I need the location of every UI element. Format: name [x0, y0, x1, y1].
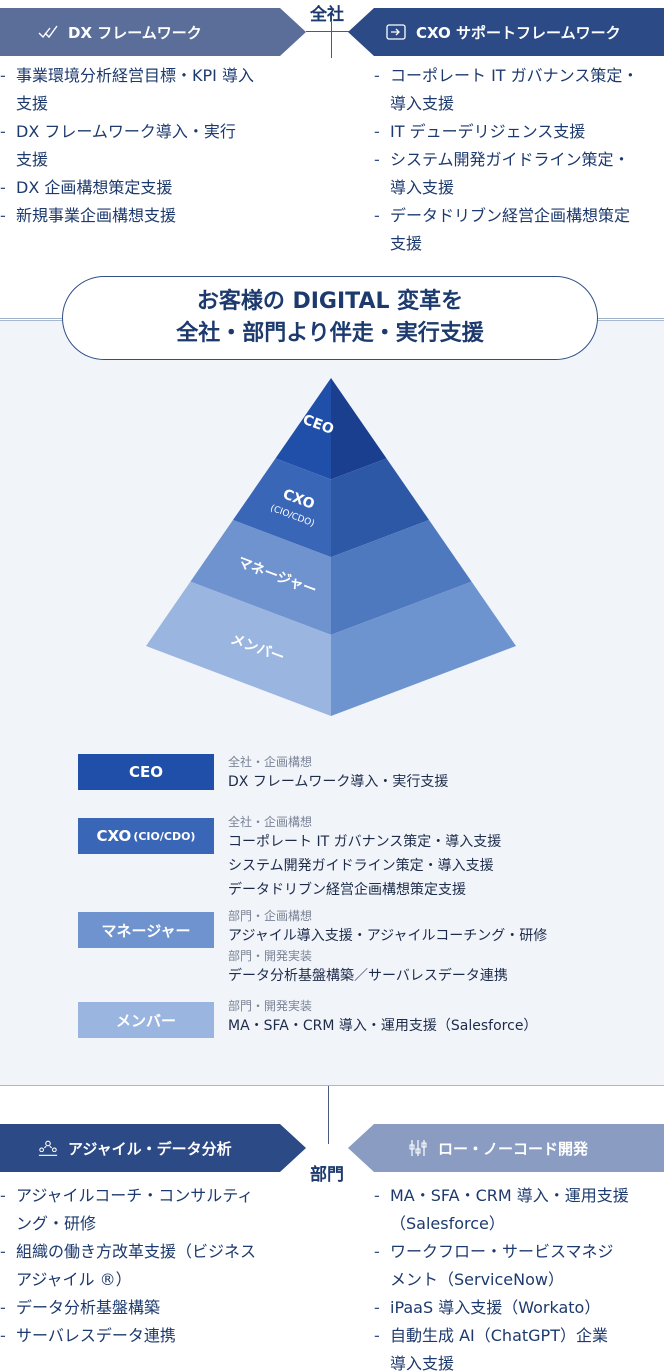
pyramid-level-right-3: [331, 581, 516, 716]
role-description: 部門・企画構想アジャイル導入支援・アジャイルコーチング・研修部門・開発実装データ…: [228, 908, 547, 988]
role-category: 全社・企画構想: [228, 755, 313, 769]
top-section-label: 全社: [310, 5, 344, 25]
list-item: DX フレームワーク導入・実行: [0, 118, 300, 146]
role-badge: CXO(CIO/CDO): [78, 818, 214, 854]
role-description: 全社・企画構想 DX フレームワーク導入・実行支援: [228, 754, 448, 794]
pyramid-level-left-0: [275, 378, 331, 480]
list-item: サーバレスデータ連携: [0, 1322, 300, 1350]
role-item: MA・SFA・CRM 導入・運用支援（Salesforce）: [228, 1018, 538, 1034]
list-item: コーポレート IT ガバナンス策定・: [374, 62, 664, 90]
cxo-support-list: コーポレート IT ガバナンス策定・ 導入支援 IT デューデリジェンス支援 シ…: [374, 62, 664, 258]
role-badge-name: メンバー: [115, 1011, 176, 1030]
list-item: iPaaS 導入支援（Workato）: [374, 1294, 664, 1322]
list-item: DX 企画構想策定支援: [0, 174, 300, 202]
list-item: 支援: [16, 94, 49, 113]
dx-framework-title: DX フレームワーク: [68, 23, 202, 42]
dx-framework-list: 事業環境分析経営目標・KPI 導入 支援 DX フレームワーク導入・実行 支援 …: [0, 62, 300, 230]
arrow-box-icon: [386, 22, 406, 42]
list-item: アジャイルコーチ・コンサルティ: [0, 1182, 300, 1210]
headline-pill: お客様の DIGITAL 変革を 全社・部門より伴走・実行支援: [62, 276, 598, 360]
list-item: IT デューデリジェンス支援: [374, 118, 664, 146]
pyramid-level-right-2: [331, 520, 472, 635]
agile-data-list: アジャイルコーチ・コンサルティ ング・研修 組織の働き方改革支援（ビジネス アジ…: [0, 1182, 300, 1350]
list-item: 導入支援: [390, 1354, 455, 1372]
cxo-support-banner: CXO サポートフレームワーク: [348, 8, 664, 56]
role-badge-sub: (CIO/CDO): [133, 829, 196, 843]
pyramid-level-left-3: [146, 581, 331, 716]
panel-left-connector: [0, 318, 64, 319]
list-item: 新規事業企画構想支援: [0, 202, 300, 230]
role-category: 部門・開発実装: [228, 949, 313, 963]
agile-data-title: アジャイル・データ分析: [68, 1139, 232, 1158]
role-badge: メンバー: [78, 1002, 214, 1038]
role-category: 部門・開発実装: [228, 999, 313, 1013]
list-item: 事業環境分析経営目標・KPI 導入: [0, 62, 300, 90]
role-item: コーポレート IT ガバナンス策定・導入支援: [228, 834, 502, 850]
role-category: 部門・企画構想: [228, 909, 313, 923]
dx-framework-banner: DX フレームワーク: [0, 8, 306, 56]
list-item: 導入支援: [390, 178, 455, 197]
cxo-support-title: CXO サポートフレームワーク: [416, 23, 621, 42]
list-item: （Salesforce）: [390, 1214, 505, 1233]
role-item: データドリブン経営企画構想策定支援: [228, 882, 466, 898]
role-badge: CEO: [78, 754, 214, 790]
role-badge-name: CXO: [96, 827, 132, 845]
list-item: MA・SFA・CRM 導入・運用支援: [374, 1182, 664, 1210]
list-item: 支援: [16, 150, 49, 169]
role-description: 全社・企画構想コーポレート IT ガバナンス策定・導入支援システム開発ガイドライ…: [228, 814, 501, 902]
panel-right-connector: [598, 318, 664, 319]
agile-data-banner: アジャイル・データ分析: [0, 1124, 306, 1172]
role-description: 部門・開発実装 MA・SFA・CRM 導入・運用支援（Salesforce）: [228, 998, 537, 1038]
list-item: 導入支援: [390, 94, 455, 113]
list-item: 自動生成 AI（ChatGPT）企業: [374, 1322, 664, 1350]
list-item: データドリブン経営企画構想策定: [374, 202, 664, 230]
top-center-hline: [306, 31, 350, 32]
pyramid-level-right-1: [331, 458, 430, 558]
pyramid-level-left-2: [190, 520, 331, 635]
bottom-section-label: 部門: [310, 1165, 344, 1185]
role-item: データ分析基盤構築／サーバレスデータ連携: [228, 968, 508, 984]
sliders-icon: [408, 1138, 428, 1158]
checkmark-icon: [38, 22, 58, 42]
headline-line-1: お客様の DIGITAL 変革を: [196, 289, 464, 314]
role-item: DX フレームワーク導入・実行支援: [228, 774, 449, 790]
pyramid-level-right-0: [331, 378, 387, 480]
list-item: ワークフロー・サービスマネジ: [374, 1238, 664, 1266]
bottom-center-line: [328, 1086, 329, 1144]
role-badge-name: CEO: [128, 763, 163, 781]
low-nocode-title: ロー・ノーコード開発: [438, 1139, 589, 1158]
role-badge: マネージャー: [78, 912, 214, 948]
list-item: システム開発ガイドライン策定・: [374, 146, 664, 174]
low-nocode-banner: ロー・ノーコード開発: [348, 1124, 664, 1172]
pyramid-level-left-1: [232, 458, 331, 558]
team-icon: [38, 1138, 58, 1158]
list-item: 組織の働き方改革支援（ビジネス: [0, 1238, 300, 1266]
role-item: アジャイル導入支援・アジャイルコーチング・研修: [228, 928, 548, 944]
list-item: データ分析基盤構築: [0, 1294, 300, 1322]
role-badge-name: マネージャー: [101, 921, 191, 940]
list-item: ング・研修: [16, 1214, 97, 1233]
role-item: システム開発ガイドライン策定・導入支援: [228, 858, 494, 874]
list-item: アジャイル ®）: [16, 1270, 132, 1289]
list-item: 支援: [390, 234, 423, 253]
low-nocode-list: MA・SFA・CRM 導入・運用支援 （Salesforce） ワークフロー・サ…: [374, 1182, 664, 1372]
list-item: メント（ServiceNow）: [390, 1270, 564, 1289]
role-category: 全社・企画構想: [228, 815, 313, 829]
top-center-line: [331, 22, 332, 58]
headline-line-2: 全社・部門より伴走・実行支援: [176, 321, 484, 346]
